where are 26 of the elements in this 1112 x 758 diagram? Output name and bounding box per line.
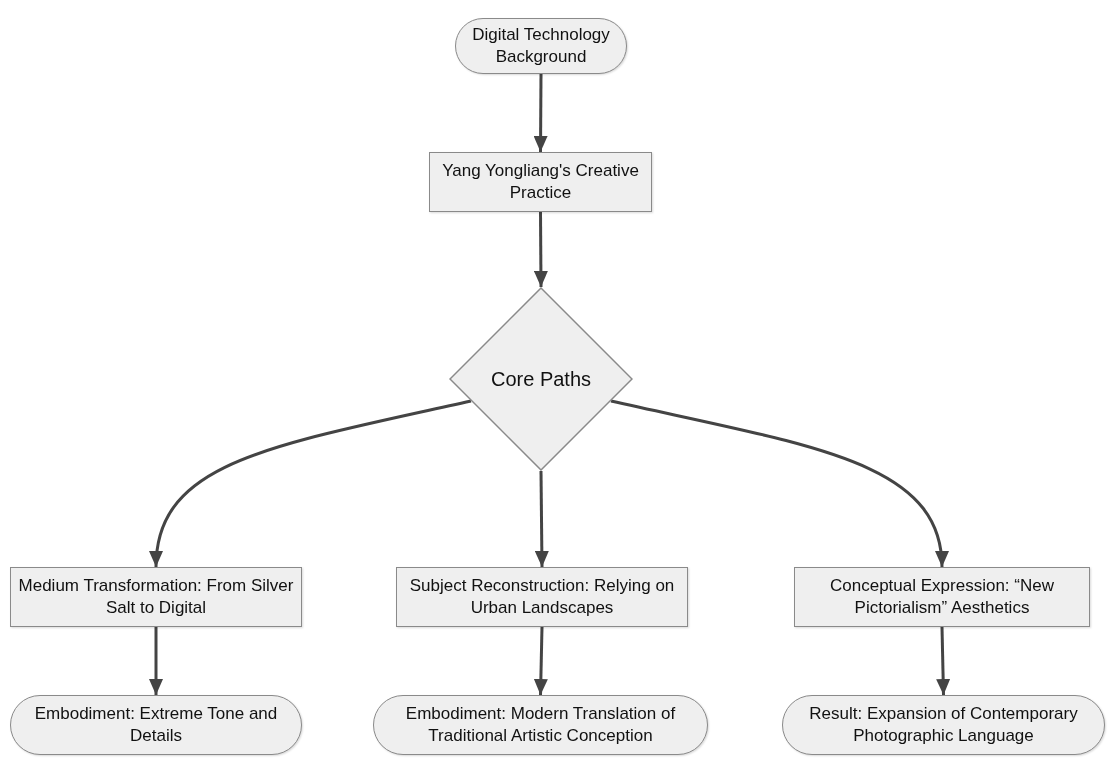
node-label: Conceptual Expression: “New Pictorialism” Aesthetics — [829, 574, 1055, 619]
node-label: Digital Technology Background — [471, 23, 611, 68]
arrow — [936, 626, 951, 696]
node-label: Medium Transformation: From Silver Salt to Digital — [17, 574, 295, 619]
arrow — [150, 399, 472, 568]
node-label: Yang Yongliang's Creative Practice — [441, 159, 640, 204]
node-label: Subject Reconstruction: Relying on Urban Landscapes — [408, 574, 676, 619]
arrow — [534, 471, 549, 567]
node-label: Embodiment: Modern Translation of Traditional Artistic Conception — [404, 702, 677, 747]
arrow — [533, 626, 548, 696]
terminal-pill — [10, 695, 302, 755]
terminal-pill — [782, 695, 1105, 755]
decision-diamond — [449, 287, 633, 471]
arrow — [149, 627, 163, 695]
terminal-pill — [455, 18, 627, 74]
node-label: Core Paths — [490, 367, 592, 392]
node-label: Embodiment: Extreme Tone and Details — [33, 702, 279, 747]
node-label: Result: Expansion of Contemporary Photographic Language — [808, 702, 1079, 747]
process-box — [794, 567, 1090, 627]
arrow — [533, 74, 548, 152]
arrow — [610, 399, 948, 568]
process-box — [10, 567, 302, 627]
process-box — [429, 152, 652, 212]
arrow — [533, 212, 548, 287]
terminal-pill — [373, 695, 708, 755]
process-box — [396, 567, 688, 627]
